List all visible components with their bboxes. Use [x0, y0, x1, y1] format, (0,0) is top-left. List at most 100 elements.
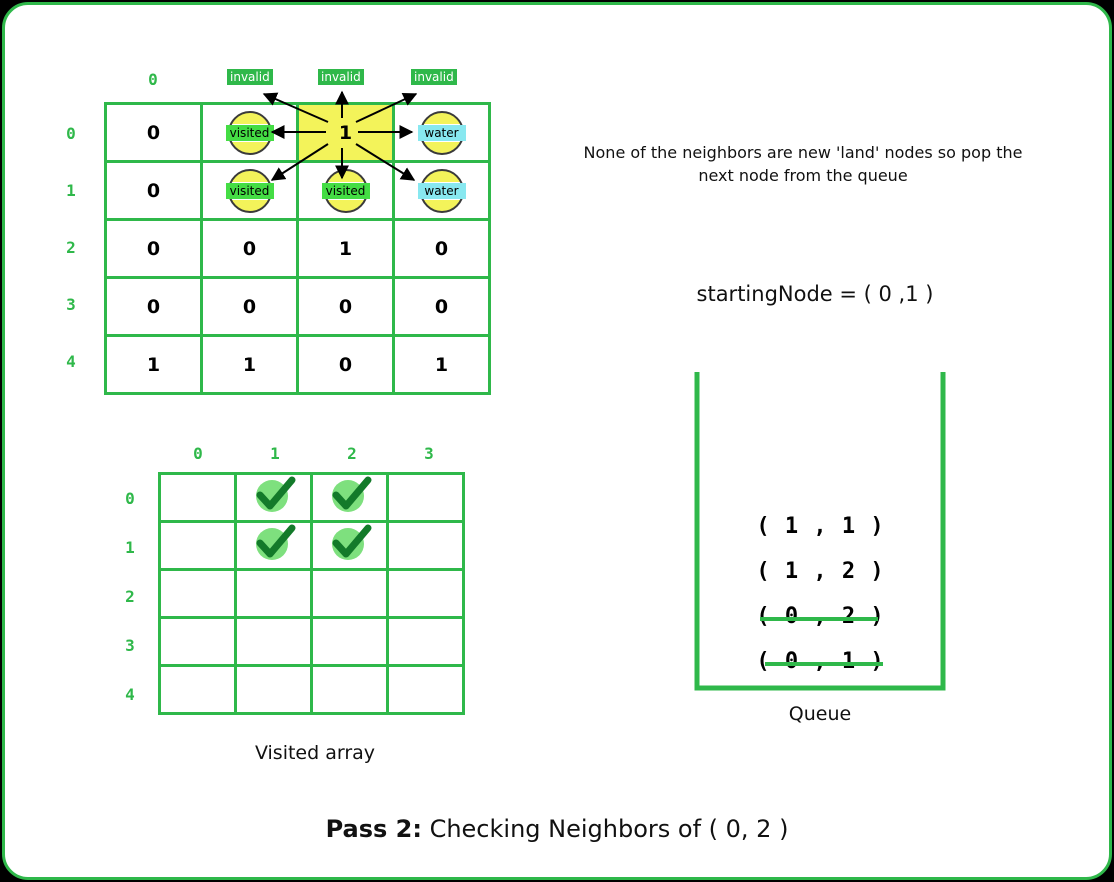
- neighbor-status-label: visited: [321, 182, 370, 199]
- queue-item: ( 1 , 1 ): [756, 514, 885, 539]
- visited-cell: [386, 616, 465, 667]
- visited-caption: Visited array: [254, 742, 376, 764]
- popped-strike: [760, 617, 878, 621]
- cell-value: 1: [338, 121, 353, 144]
- main-grid-row-header: 2: [66, 238, 76, 257]
- arrow-up-left: [262, 92, 329, 123]
- visited-col-header: 2: [347, 444, 357, 463]
- visited-cell: [386, 472, 465, 523]
- visited-cell: [234, 616, 313, 667]
- cell-value: 0: [146, 237, 161, 260]
- land-grid-cell: 1: [200, 334, 299, 395]
- visited-cell: [310, 664, 389, 715]
- queue-caption: Queue: [788, 703, 852, 725]
- visited-row: [158, 568, 465, 619]
- land-grid-cell: 1: [104, 334, 203, 395]
- checkmark-icon: [255, 524, 295, 560]
- cell-value: 0: [338, 295, 353, 318]
- land-grid-cell: 1: [296, 218, 395, 279]
- visited-cell: [158, 520, 237, 571]
- visited-cell: [234, 568, 313, 619]
- visited-col-header: 3: [424, 444, 434, 463]
- queue-container: [694, 372, 946, 691]
- land-grid-cell: 0: [104, 218, 203, 279]
- visited-cell: [158, 568, 237, 619]
- visited-grid: [158, 472, 465, 715]
- land-grid-cell: 0: [392, 276, 491, 337]
- visited-cell: [310, 472, 389, 523]
- land-grid-cell: 0: [392, 218, 491, 279]
- neighbor-status-label: visited: [225, 124, 274, 141]
- arrow-up-right: [355, 92, 418, 123]
- cell-value: 0: [242, 237, 257, 260]
- land-grid-cell: 0: [296, 334, 395, 395]
- visited-row-header: 2: [125, 587, 135, 606]
- cell-value: 0: [146, 179, 161, 202]
- neighbor-marker: visited: [225, 110, 274, 155]
- visited-cell: [310, 520, 389, 571]
- visited-cell: [234, 520, 313, 571]
- cell-value: 0: [146, 295, 161, 318]
- visited-cell: [234, 472, 313, 523]
- main-grid-row-header: 3: [66, 295, 76, 314]
- visited-cell: [386, 520, 465, 571]
- cell-value: 0: [434, 295, 449, 318]
- pass-caption: Pass 2: Checking Neighbors of ( 0, 2 ): [200, 815, 914, 843]
- neighbor-marker: visited: [321, 168, 370, 213]
- explanation-line-1: None of the neighbors are new 'land' nod…: [583, 143, 1023, 162]
- visited-row: [158, 616, 465, 667]
- land-grid-cell: 0: [104, 102, 203, 163]
- visited-row-header: 0: [125, 489, 135, 508]
- starting-node: startingNode = ( 0 ,1 ): [696, 282, 934, 306]
- visited-cell: [310, 568, 389, 619]
- land-grid-cell: visited: [296, 160, 395, 221]
- visited-cell: [158, 472, 237, 523]
- neighbor-status-label: visited: [225, 182, 274, 199]
- queue-item: ( 1 , 2 ): [756, 559, 885, 584]
- neighbor-status-label: water: [417, 124, 466, 141]
- neighbor-marker: water: [417, 168, 466, 213]
- cell-value: 0: [338, 353, 353, 376]
- cell-value: 0: [434, 237, 449, 260]
- queue-item: ( 0 , 2 ): [698, 604, 943, 629]
- main-grid-col-header: 0: [148, 70, 158, 89]
- land-grid-cell: 0: [104, 276, 203, 337]
- land-grid-cell: 1: [392, 334, 491, 395]
- visited-cell: [158, 616, 237, 667]
- main-grid-row-header: 4: [66, 352, 76, 371]
- visited-cell: [234, 664, 313, 715]
- visited-row: [158, 520, 465, 571]
- visited-col-header: 0: [193, 444, 203, 463]
- visited-row: [158, 472, 465, 523]
- cell-value: 0: [146, 121, 161, 144]
- neighbor-marker: water: [417, 110, 466, 155]
- visited-cell: [158, 664, 237, 715]
- visited-row: [158, 664, 465, 715]
- invalid-label-right: invalid: [411, 69, 457, 85]
- visited-cell: [310, 616, 389, 667]
- neighbor-marker: visited: [225, 168, 274, 213]
- queue-item: ( 0 , 1 ): [756, 649, 883, 674]
- checkmark-icon: [255, 476, 295, 512]
- cell-value: 0: [242, 295, 257, 318]
- pass-description: Checking Neighbors of ( 0, 2 ): [421, 815, 789, 843]
- invalid-label-center: invalid: [318, 69, 364, 85]
- neighbor-status-label: water: [417, 182, 466, 199]
- land-grid-row: 1 1 0 1: [104, 334, 491, 395]
- cell-value: 1: [434, 353, 449, 376]
- popped-strike: [765, 662, 883, 666]
- arrow-down-left: [270, 143, 329, 181]
- visited-row-header: 1: [125, 538, 135, 557]
- explanation-line-2: next node from the queue: [698, 166, 908, 185]
- visited-row-header: 3: [125, 636, 135, 655]
- cell-value: 1: [242, 353, 257, 376]
- checkmark-icon: [331, 476, 371, 512]
- land-grid-cell: 0: [296, 276, 395, 337]
- cell-value: 1: [146, 353, 161, 376]
- land-grid-cell: 0: [200, 218, 299, 279]
- main-grid-row-header: 0: [66, 124, 76, 143]
- invalid-label-left: invalid: [227, 69, 273, 85]
- visited-row-header: 4: [125, 685, 135, 704]
- checkmark-icon: [331, 524, 371, 560]
